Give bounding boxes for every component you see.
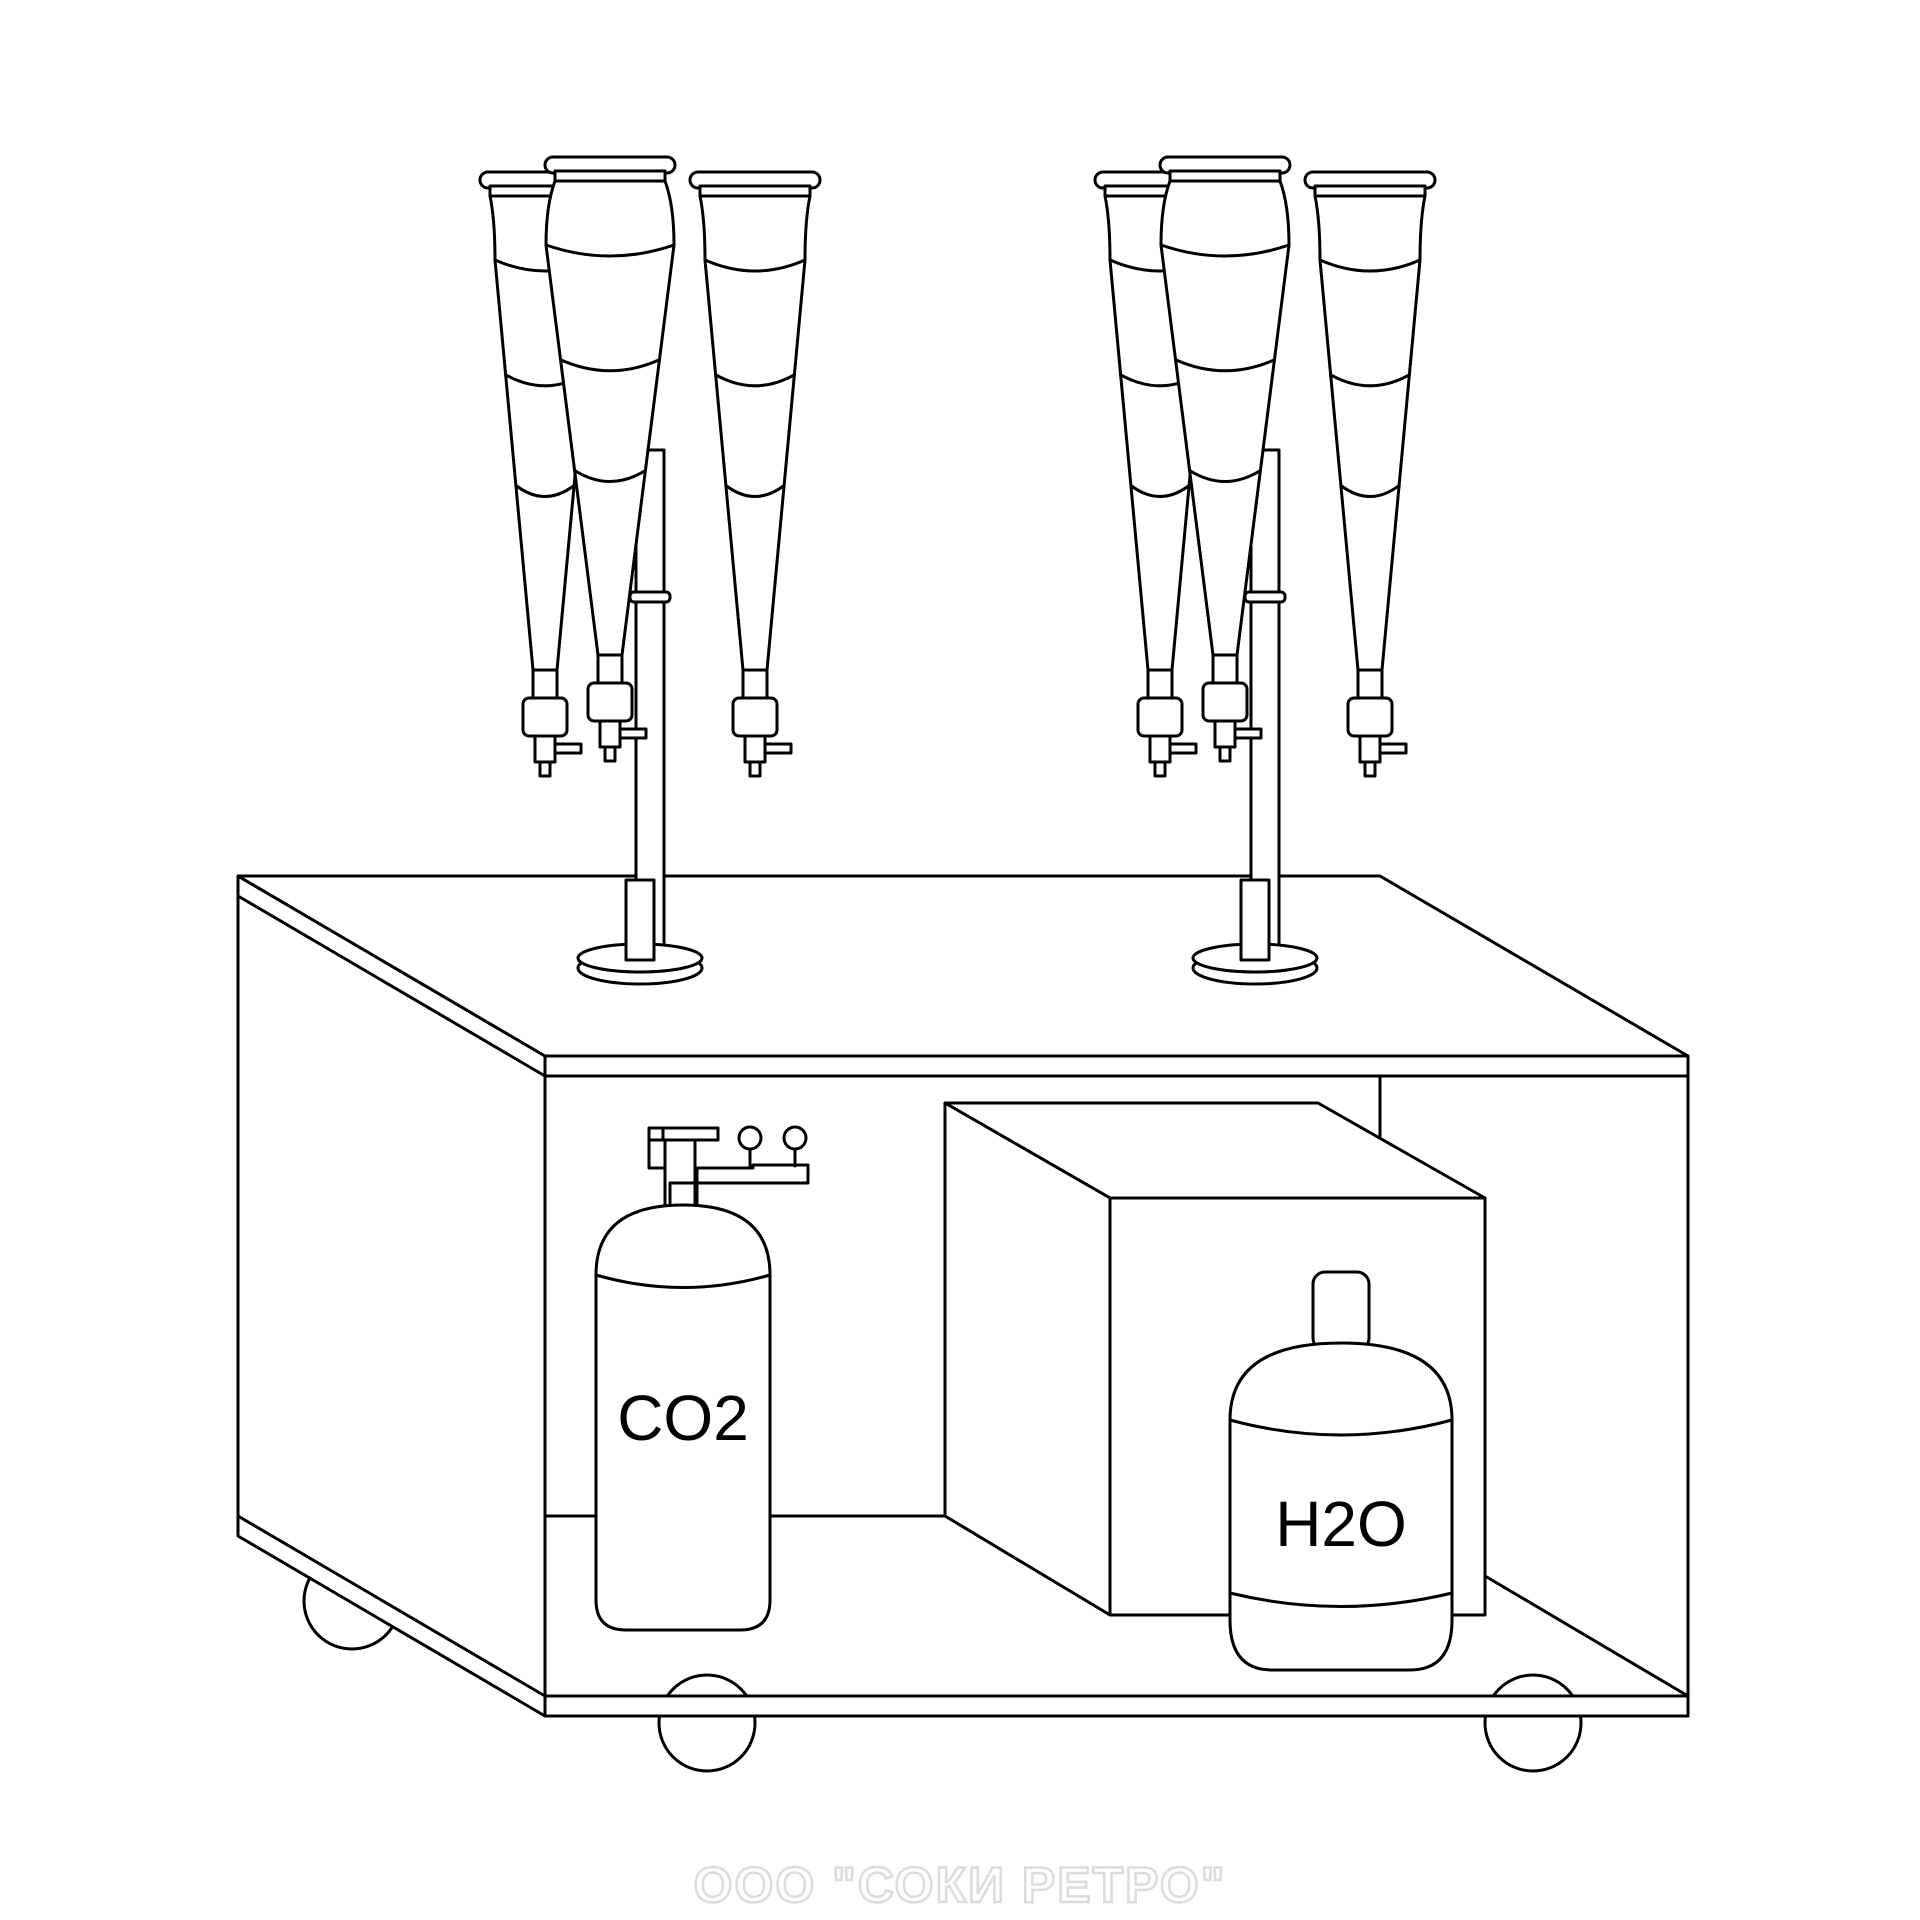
co2-cylinder: CO2 [594, 1125, 810, 1632]
water-bottle-neck [1311, 1270, 1371, 1352]
syrup-towers [478, 155, 1437, 986]
water-bottle: H2O [1228, 1270, 1454, 1672]
syrup-tower-right-cone-right [1303, 170, 1437, 778]
co2-gauge-2 [782, 1125, 808, 1151]
cooler-box [943, 1101, 1487, 1617]
h2o-label: H2O [1275, 1488, 1407, 1560]
syrup-tower-right-cone-center [1158, 155, 1292, 763]
syrup-tower-left-cone-center [543, 155, 677, 763]
cabinet-bottom-front-edge [543, 1694, 1690, 1718]
syrup-tower-left [478, 155, 822, 986]
wheel-front-right [1483, 1673, 1583, 1773]
cabinet-top-front-edge [543, 1054, 1690, 1078]
co2-label: CO2 [617, 1382, 749, 1454]
co2-gauge-1 [737, 1125, 763, 1151]
water-bottle-body [1228, 1341, 1454, 1672]
wheel-front-left [657, 1673, 757, 1773]
syrup-tower-right [1093, 155, 1437, 986]
syrup-tower-left-cone-right [688, 170, 822, 778]
cabinet-top-surface [236, 874, 1690, 1058]
co2-cylinder-body [594, 1203, 772, 1632]
company-watermark: ООО "СОКИ РЕТРО" [694, 1857, 1227, 1913]
